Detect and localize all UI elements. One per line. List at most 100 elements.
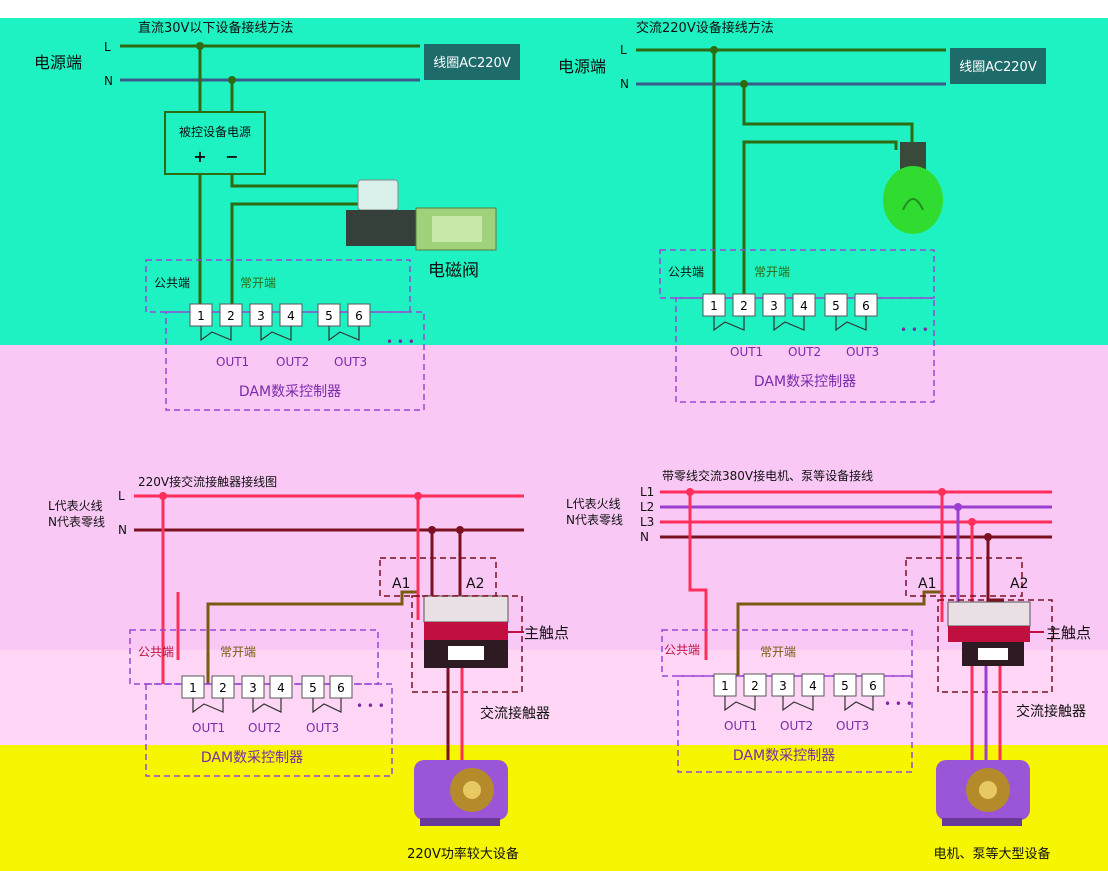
d2-controller-label: DAM数采控制器 [754,374,856,390]
d4-graphic [947,601,1031,627]
d2-no-label: 常开端 [754,265,790,279]
d1-minus: − [225,147,238,166]
d4-line-n-label: N [640,530,649,544]
d3-graphic [420,818,500,826]
d1-junction [228,76,236,84]
d1-graphic [346,210,416,246]
d3-contactor-label: 交流接触器 [480,705,550,722]
d1-controller-label: DAM数采控制器 [239,384,341,400]
d4-more-outputs: • • • [884,697,913,711]
d1-terminal-number: 4 [287,309,295,323]
d4-out1: OUT1 [724,719,757,733]
d2-graphic [902,198,924,211]
d3-outline [411,595,523,693]
d4-device-label: 电机、泵等大型设备 [933,846,1050,862]
d4-line-l2-label: L2 [640,500,654,514]
d3-relay-switches [192,698,342,714]
d4-terminal-block: 1 2 3 4 5 6 [713,673,885,697]
d1-switch [200,326,232,342]
d1-supply-box [164,111,266,175]
d1-terminal-number: 2 [227,309,235,323]
d4-out2: OUT2 [780,719,813,733]
d2-terminal-number: 3 [770,299,778,313]
d4-controller-box [677,675,913,773]
d4-line-l1-label: L1 [640,485,654,499]
d3-terminal-number: 5 [309,681,317,695]
d3-line-n-label: N [118,523,127,537]
d4-a1-label: A1 [918,576,936,592]
d4-switch [724,696,756,712]
band-top [0,18,1108,345]
d2-wire [742,84,914,144]
d4-controller-label: DAM数采控制器 [733,748,835,764]
d3-terminal-number: 4 [277,681,285,695]
d1-terminal-number: 3 [257,309,265,323]
d1-switch [260,326,292,342]
d3-common-label: 公共端 [138,645,174,659]
d1-relay-switches [200,326,360,342]
d3-graphic [448,646,484,660]
d3-contactor-icon [423,595,509,668]
d2-switch [835,316,867,332]
d3-title: 220V接交流接触器接线图 [138,474,277,489]
d3-graphic [423,595,509,623]
d1-power-side-label: 电源端 [34,53,82,72]
d4-terminal-number: 2 [751,679,759,693]
d3-a1-label: A1 [392,576,410,592]
d4-switch [782,696,814,712]
d4-outline [905,557,1023,597]
d1-line-n-label: N [104,74,113,88]
d2-wire [742,140,898,298]
d4-terminal-number: 4 [809,679,817,693]
d4-terminal-number: 5 [841,679,849,693]
d4-line-l3-label: L3 [640,515,654,529]
d1-switch [328,326,360,342]
d4-terminal-number: 3 [779,679,787,693]
d4-n-description: N代表零线 [566,513,623,527]
d3-switch [192,698,224,714]
d1-wire [230,174,360,188]
d2-coil-label: 线圈AC220V [959,60,1037,75]
d1-more-outputs: • • • [386,335,415,349]
diagram-380v-motor: 带零线交流380V接电机、泵等设备接线 L代表火线 N代表零线 L1 L2 L3… [566,468,1091,862]
d3-out3: OUT3 [306,721,339,735]
d3-motor-icon [414,760,508,826]
d1-controller-box [165,311,425,411]
d4-no-label: 常开端 [760,645,796,659]
d1-graphic [432,216,482,242]
d1-terminal-block: 1 2 3 4 5 6 [189,303,371,327]
d3-switch [312,698,342,714]
d1-title: 直流30V以下设备接线方法 [138,20,293,36]
d2-outline [659,249,935,299]
diagram-220v-contactor: 220V接交流接触器接线图 L代表火线 N代表零线 L N A1 A2 主触点 … [48,474,569,862]
d3-no-label: 常开端 [220,645,256,659]
d2-terminal-number: 1 [710,299,718,313]
d2-out2: OUT2 [788,345,821,359]
d4-outline [937,599,1053,693]
d2-terminal-number: 2 [740,299,748,313]
band-bottom [0,745,1108,871]
d3-line-l-label: L [118,489,125,503]
solenoid-valve-icon [346,179,497,251]
d4-graphic [942,818,1022,826]
d3-out1: OUT1 [192,721,225,735]
d3-terminal-number: 2 [219,681,227,695]
d3-terminal-number: 6 [337,681,345,695]
d4-graphic [979,781,997,799]
d4-switch [844,696,874,712]
d1-common-label: 公共端 [154,276,190,290]
d1-junction [196,42,204,50]
d4-contactor-icon [947,601,1031,666]
d3-more-outputs: • • • [356,699,385,713]
d3-controller-label: DAM数采控制器 [201,750,303,766]
d1-out1: OUT1 [216,355,249,369]
d1-valve-label: 电磁阀 [428,261,479,281]
d1-graphic [357,179,399,211]
d1-no-label: 常开端 [240,276,276,290]
d3-n-description: N代表零线 [48,515,105,529]
d3-graphic [424,622,508,640]
d4-out3: OUT3 [836,719,869,733]
d4-graphic [948,626,1030,642]
diagram-dc30v: 直流30V以下设备接线方法 电源端 L N 线圈AC220V 被控设备电源 + … [34,20,520,411]
